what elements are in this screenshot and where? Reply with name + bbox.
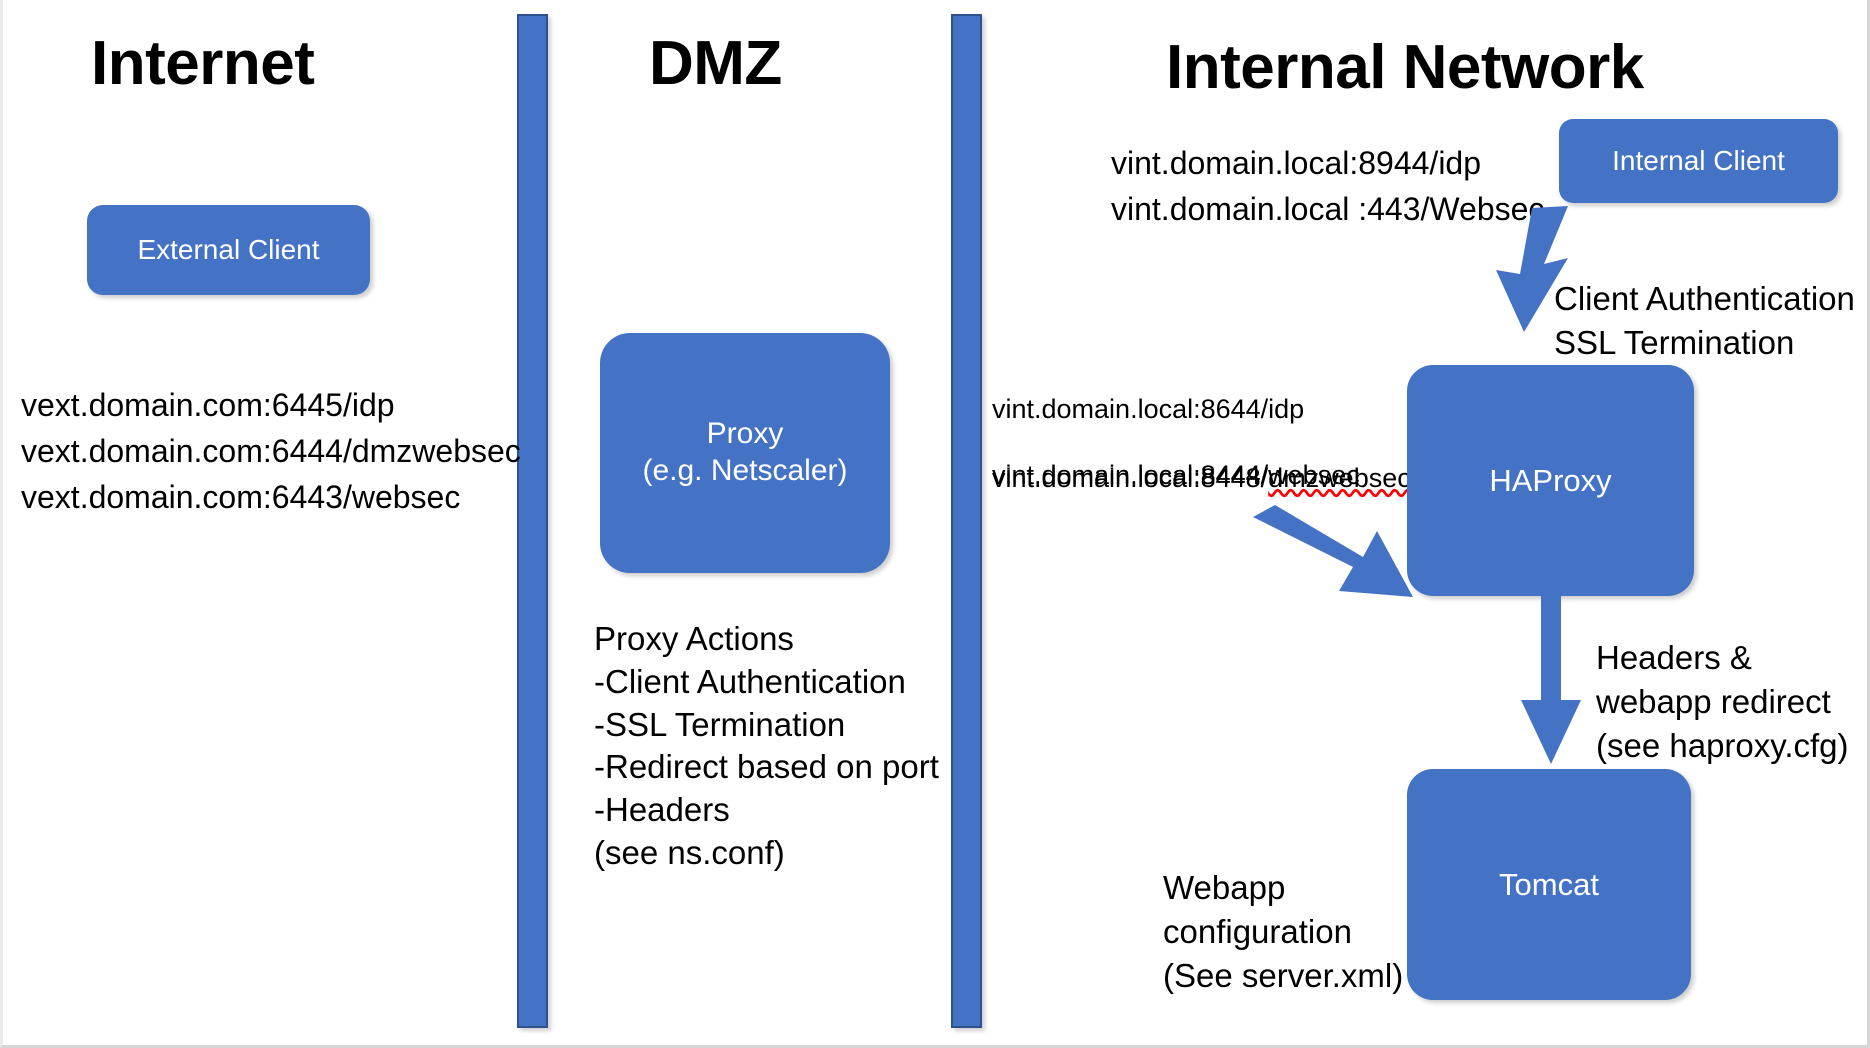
annotation-client-auth-ssl: Client Authentication SSL Termination [1554,280,1855,361]
zone-title-internal-network: Internal Network [1166,33,1644,102]
proxy-action-client-auth: -Client Authentication [594,663,906,700]
annotation-webapp-configuration: Webapp configuration (See server.xml) [1163,869,1404,994]
proxy-action-headers: -Headers [594,791,730,828]
internal-client-endpoint-url-1: vint.domain.local:8944/idp [1111,145,1482,181]
annotation-headers-webapp-redirect: Headers & webapp redirect (see haproxy.c… [1596,639,1849,764]
node-haproxy[interactable]: HAProxy [1407,365,1694,596]
external-endpoint-url-2: vext.domain.com:6444/dmzwebsec [21,433,521,469]
haproxy-backend-url-3: vint.domain.local:8444/websec [992,460,1360,490]
arrow-backend-to-haproxy [1253,505,1413,597]
proxy-actions-list: Proxy Actions [594,620,794,657]
haproxy-backend-url-2: vint.domain.local:8448/dmzwebsec [992,425,1411,497]
haproxy-backend-url-2-prefix: vint.domain.local:8448/ [992,462,1269,493]
node-tomcat-label: Tomcat [1499,866,1599,902]
proxy-action-redirect-port: -Redirect based on port [594,748,939,785]
external-endpoint-url-1: vext.domain.com:6445/idp [21,387,395,423]
node-external-client[interactable]: External Client [87,205,370,295]
proxy-action-ssl-termination: -SSL Termination [594,706,846,743]
zone-title-internet: Internet [91,29,315,98]
zone-divider-dmz-internal [951,14,982,1028]
haproxy-backend-url-2-misspelled-word: dmzwebsec [1268,462,1411,493]
node-proxy[interactable]: Proxy (e.g. Netscaler) [600,333,890,573]
node-internal-client-label: Internal Client [1612,144,1785,176]
arrow-internal-client-to-haproxy [1496,206,1568,332]
proxy-actions-config-ref: (see ns.conf) [594,834,785,871]
internal-client-endpoint-url-2: vint.domain.local :443/Websec [1111,191,1545,227]
node-proxy-label: Proxy (e.g. Netscaler) [642,417,848,487]
zone-title-dmz: DMZ [649,29,782,98]
arrow-haproxy-to-tomcat [1521,596,1581,764]
node-haproxy-label: HAProxy [1489,462,1612,498]
node-tomcat[interactable]: Tomcat [1407,769,1691,1000]
node-internal-client[interactable]: Internal Client [1559,119,1838,203]
haproxy-backend-url-1: vint.domain.local:8644/idp [992,394,1305,424]
node-external-client-label: External Client [137,233,320,265]
external-endpoint-url-3: vext.domain.com:6443/websec [21,479,461,515]
zone-divider-internet-dmz [517,14,548,1028]
